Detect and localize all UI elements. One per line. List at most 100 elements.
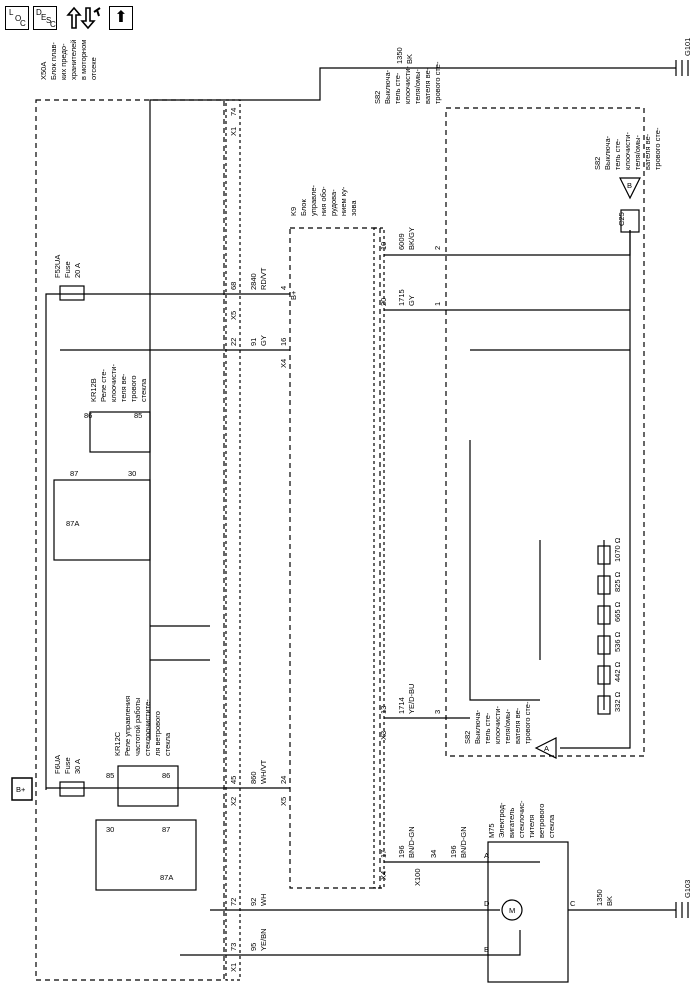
wire-196-number-1: 196 (397, 845, 406, 858)
wire-95-color: YE/BN (259, 928, 268, 951)
kr12c-desc-1: Реле управления (123, 696, 132, 756)
k9-desc-4: рудова- (329, 189, 338, 216)
pin-68: 68 (229, 282, 238, 290)
conn-x2: X2 (229, 797, 238, 806)
x50a-label: X50A (39, 62, 48, 80)
kr12c-contact-box (95, 819, 197, 891)
s82-right-desc-3: клоочисти- (623, 132, 632, 170)
pin-a: A (484, 851, 489, 860)
s82-top-desc-2: тель сте- (393, 72, 402, 104)
wire-92-color: WH (259, 894, 268, 907)
g103-label: G103 (683, 880, 692, 898)
pin-72: 72 (229, 898, 238, 906)
pin-10: 10 (379, 242, 388, 250)
m75-motor-box (487, 841, 569, 983)
desc-letter-s: S (46, 16, 52, 25)
wire-196-color-1: BN/D-GN (407, 826, 416, 858)
resistor-1070 (597, 545, 611, 565)
wire-860-number: 860 (249, 771, 258, 784)
pin-22: 22 (229, 338, 238, 346)
resistor-label-332: 332 Ω (613, 691, 622, 712)
x100-label: X100 (413, 868, 422, 886)
kr12c-desc-3: стеклоочистите- (143, 699, 152, 756)
s82-a-label: A (544, 744, 549, 753)
wire-2840-number: 2840 (249, 273, 258, 290)
x50a-desc-5: отсеке (89, 57, 98, 80)
conn-x5-top: X5 (229, 311, 238, 320)
kr12b-pin-86: 86 (84, 411, 92, 420)
description-button[interactable]: D E S C (33, 6, 57, 30)
feed-trunk (45, 293, 60, 790)
connector-x3-strip (373, 227, 385, 889)
kr12b-coil-box (89, 411, 151, 453)
kr12c-pin-87: 87 (162, 825, 170, 834)
kr12b-desc-1: Реле сте- (99, 369, 108, 402)
k9-label: K9 (289, 207, 298, 216)
k9-desc-2: управле- (309, 184, 318, 216)
pin-74-label: 74 (229, 108, 238, 116)
s82-top-desc-6: трового сте- (433, 61, 442, 104)
s82-bottom-desc-4: теля/омы- (503, 708, 512, 744)
desc-letter-d: D (36, 8, 42, 17)
m75-desc-3: стеклочис- (517, 800, 526, 838)
g103-ground-symbol (675, 902, 689, 918)
s82-bottom-desc-5: вателя ве- (513, 707, 522, 744)
wire-6009-color: BK/GY (407, 227, 416, 250)
f52ua-amp-label: 20 A (73, 263, 82, 278)
m75-desc-4: тителя (527, 815, 536, 838)
x50a-desc-1: Блок плав- (49, 42, 58, 80)
wire-1714-number: 1714 (397, 697, 406, 714)
diagnostic-tools-icon[interactable] (64, 4, 104, 32)
motor-symbol (501, 899, 523, 921)
s82-bottom-desc-6: трового сте- (523, 701, 532, 744)
pin-16: 16 (279, 338, 288, 346)
pin-17: 17 (379, 850, 388, 858)
f6ua-amp-label: 30 A (73, 759, 82, 774)
kr12b-pin-85: 85 (134, 411, 142, 420)
s82-bottom-desc-2: тель сте- (483, 712, 492, 744)
up-arrow-button[interactable]: ⬆ (109, 6, 133, 30)
loc-letter-o: O (15, 14, 22, 23)
kr12b-desc-4: трового (129, 375, 138, 402)
diode-wires (150, 625, 210, 661)
s82-b-triangle (619, 177, 641, 200)
s82-bottom-label: S82 (463, 731, 472, 744)
s82-a-triangle (534, 737, 557, 759)
motor-m-label: M (509, 906, 515, 915)
wire-6009 (384, 230, 631, 256)
pin-73: 73 (229, 943, 238, 951)
s82-right-desc-5: вателя ве- (643, 133, 652, 170)
resistor-label-1070: 1070 Ω (613, 537, 622, 562)
resistor-label-536: 536 Ω (613, 631, 622, 652)
wire-196-color-2: BN/D-GN (459, 826, 468, 858)
s82-b-label: B (627, 181, 632, 190)
kr12c-label: KR12C (113, 731, 122, 756)
wire-1715-number: 1715 (397, 289, 406, 306)
fuse-f6ua (59, 781, 85, 797)
k9-desc-1: Блок (299, 199, 308, 216)
kr12c-desc-5: стекла (163, 732, 172, 756)
resistor-825 (597, 575, 611, 595)
s82-bus (560, 230, 631, 749)
kr12b-label: KR12B (89, 378, 98, 402)
conn-x4-top: X4 (279, 359, 288, 368)
wire-1350-bottom-color: BK (605, 896, 614, 906)
s82-right-desc-6: трового сте- (653, 127, 662, 170)
resistor-label-825: 825 Ω (613, 571, 622, 592)
resistor-442 (597, 665, 611, 685)
kr12c-pin-30: 30 (106, 825, 114, 834)
bplus-box-label: B+ (16, 785, 26, 794)
g101-ground-symbol (675, 60, 689, 76)
kr12b-desc-3: теля ве- (119, 373, 128, 402)
up-arrow-icon: ⬆ (114, 9, 128, 26)
conn-x5-bottom: X5 (279, 797, 288, 806)
s82-right-label: S82 (593, 157, 602, 170)
resistor-label-665: 665 Ω (613, 601, 622, 622)
text-labels: X50A Блок плав- ких предо- хранителей в … (16, 38, 692, 972)
f52ua-fuse-label: Fuse (63, 261, 72, 278)
g101-label: G101 (683, 38, 692, 56)
location-button[interactable]: L O C (5, 6, 29, 30)
conn-x3: X3 (379, 731, 388, 740)
k9-desc-6: зова (349, 200, 358, 216)
f6ua-fuse-label: Fuse (63, 757, 72, 774)
